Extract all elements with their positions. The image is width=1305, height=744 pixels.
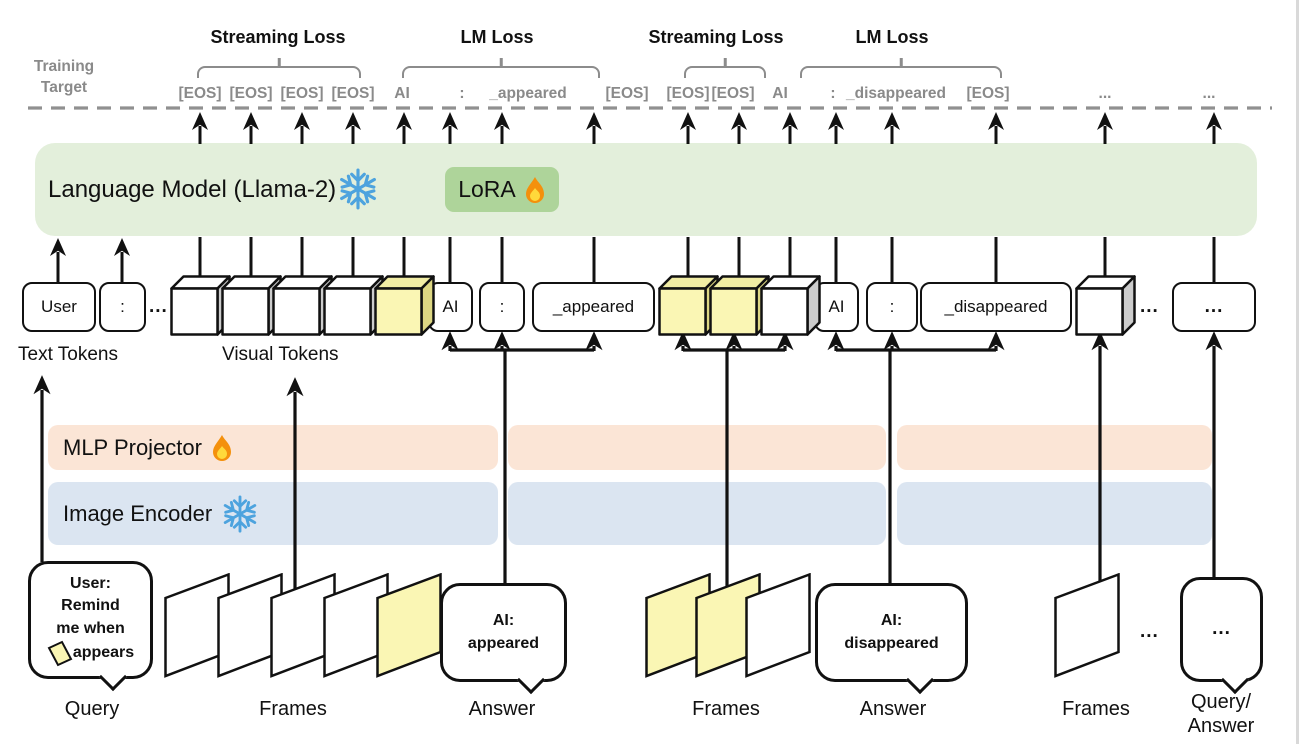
query-label: Query (64, 698, 120, 720)
lora-label: LoRA (458, 176, 516, 202)
target-token: [EOS] (280, 85, 324, 102)
flame-icon (525, 176, 544, 203)
streaming-loss-label-2: Streaming Loss (648, 27, 784, 47)
target-token: AI (772, 85, 788, 102)
target-token: [EOS] (966, 85, 1010, 102)
video-frame (745, 573, 811, 678)
frames-label: Frames (692, 698, 760, 720)
answer1-bubble: AI: appeared (440, 583, 567, 695)
visual-token-cube-highlighted (374, 275, 435, 336)
text-token-ai: AI (814, 282, 859, 332)
text-token-user: User (22, 282, 96, 332)
target-token: AI (394, 85, 410, 102)
text-token-colon: : (99, 282, 146, 332)
text-token-ai: AI (428, 282, 473, 332)
video-frame-highlighted (376, 573, 442, 678)
page-edge-divider (1296, 0, 1299, 744)
lm-loss-brace-2 (800, 66, 1002, 78)
answer-label: Answer (468, 698, 536, 720)
image-encoder-segment-2 (508, 482, 886, 545)
query-bubble: User: Remind me when appears (28, 561, 153, 692)
text-token-disappeared: _disappeared (920, 282, 1072, 332)
target-token: [EOS] (178, 85, 222, 102)
text-token-ellipsis: ... (1172, 282, 1256, 332)
mlp-projector-label: MLP Projector (63, 434, 202, 460)
snowflake-icon (340, 168, 376, 210)
target-token: [EOS] (605, 85, 649, 102)
yellow-frame-icon (47, 640, 73, 666)
target-token: : (459, 85, 465, 102)
language-model-label: Language Model (Llama-2) (48, 175, 337, 203)
streaming-loss-brace-2 (684, 66, 766, 78)
frames-label: Frames (1062, 698, 1130, 720)
lora-chip: LoRA (445, 167, 559, 212)
token-ellipsis: ... (149, 296, 168, 317)
prediction-arrows (192, 112, 1222, 144)
target-token: [EOS] (229, 85, 273, 102)
image-encoder-segment-3 (897, 482, 1212, 545)
target-token: [EOS] (711, 85, 755, 102)
image-encoder-segment-1: Image Encoder (48, 482, 498, 545)
streaming-loss-brace-1 (197, 66, 361, 78)
lm-loss-brace-1 (402, 66, 600, 78)
flame-icon (212, 434, 231, 461)
text-token-appeared: _appeared (532, 282, 655, 332)
mlp-projector-segment-1: MLP Projector (48, 425, 498, 470)
frames2-fork-arrow (674, 331, 794, 588)
image-encoder-label: Image Encoder (63, 500, 213, 526)
query-answer-bubble: ... (1180, 577, 1263, 695)
target-token: [EOS] (331, 85, 375, 102)
snowflake-icon (223, 494, 257, 533)
visual-token-cube (760, 275, 821, 336)
token-connectors (50, 237, 1216, 284)
target-token: [EOS] (666, 85, 710, 102)
video-frame (1054, 573, 1120, 678)
language-model-box: Language Model (Llama-2) LoRA (35, 143, 1257, 236)
frames-label: Frames (259, 698, 327, 720)
answer-label: Answer (859, 698, 927, 720)
target-token: _appeared (489, 85, 567, 102)
text-token-colon: : (866, 282, 918, 332)
target-token: ... (1202, 85, 1216, 102)
answer1-fork-arrow (441, 331, 603, 584)
mlp-projector-segment-3 (897, 425, 1212, 470)
target-token: _disappeared (846, 85, 946, 102)
target-token: ... (1098, 85, 1112, 102)
answer2-fork-arrow (827, 331, 1005, 584)
text-tokens-label: Text Tokens (18, 344, 118, 365)
visual-token-cube (1075, 275, 1136, 336)
answer2-bubble: AI: disappeared (815, 583, 968, 695)
text-token-colon: : (479, 282, 525, 332)
token-ellipsis: ... (1140, 296, 1159, 317)
streaming-loss-label-1: Streaming Loss (210, 27, 346, 47)
target-token: : (830, 85, 836, 102)
query-answer-label: Query/ Answer (1187, 691, 1255, 737)
mlp-projector-segment-2 (508, 425, 886, 470)
lm-loss-label-1: LM Loss (460, 27, 534, 47)
visual-tokens-label: Visual Tokens (222, 344, 339, 365)
frames-ellipsis: ... (1140, 621, 1159, 642)
training-target-label: Training Target (33, 58, 95, 96)
lm-loss-label-2: LM Loss (855, 27, 929, 47)
